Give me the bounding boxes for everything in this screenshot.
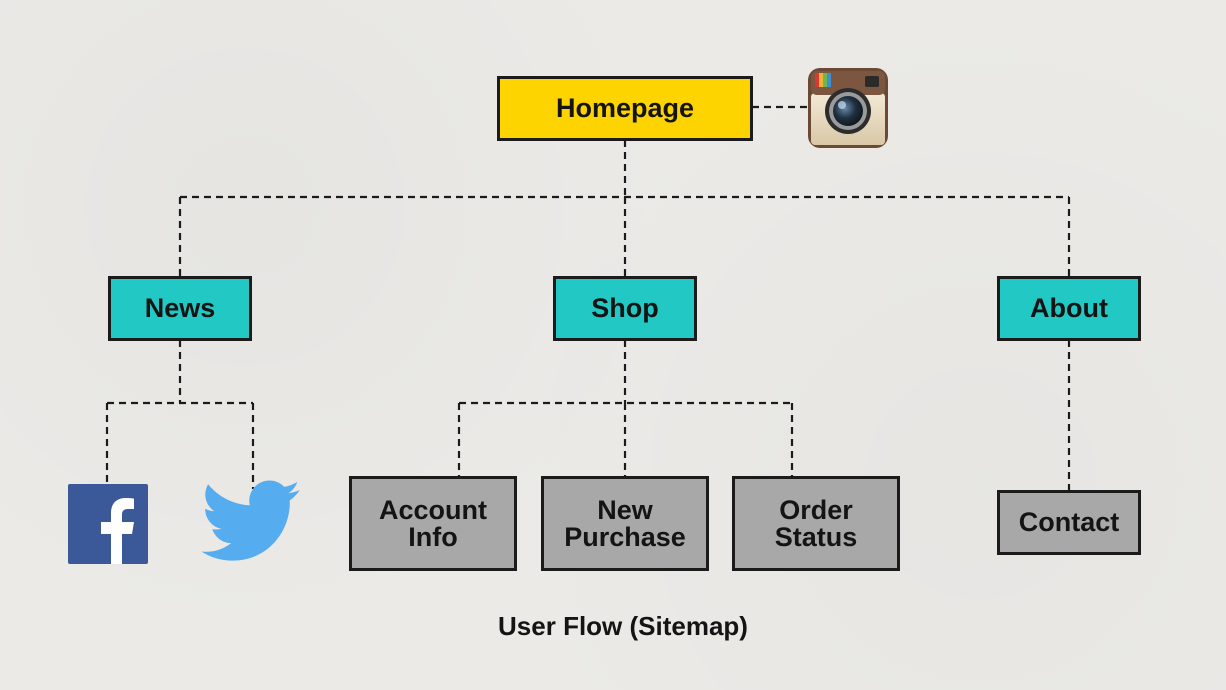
order-status-node: Order Status bbox=[732, 476, 900, 571]
about-node: About bbox=[997, 276, 1141, 341]
homepage-node: Homepage bbox=[497, 76, 753, 141]
connector-shop-pages bbox=[457, 340, 794, 477]
about-label: About bbox=[1030, 293, 1108, 323]
shop-label: Shop bbox=[591, 293, 659, 323]
news-node: News bbox=[108, 276, 252, 341]
account-info-label: Account Info bbox=[379, 494, 487, 552]
connector-news-social bbox=[105, 340, 255, 489]
account-info-node: Account Info bbox=[349, 476, 517, 571]
news-label: News bbox=[144, 293, 216, 323]
new-purchase-node: New Purchase bbox=[541, 476, 709, 571]
twitter-icon bbox=[201, 480, 300, 561]
contact-node: Contact bbox=[997, 490, 1141, 555]
instagram-icon bbox=[808, 68, 888, 148]
contact-label: Contact bbox=[1018, 507, 1120, 537]
shop-node: Shop bbox=[553, 276, 697, 341]
facebook-icon bbox=[68, 484, 148, 564]
new-purchase-label: New Purchase bbox=[564, 494, 686, 552]
homepage-label: Homepage bbox=[555, 93, 695, 123]
order-status-label: Order Status bbox=[774, 494, 858, 552]
diagram-caption: User Flow (Sitemap) bbox=[498, 611, 748, 641]
